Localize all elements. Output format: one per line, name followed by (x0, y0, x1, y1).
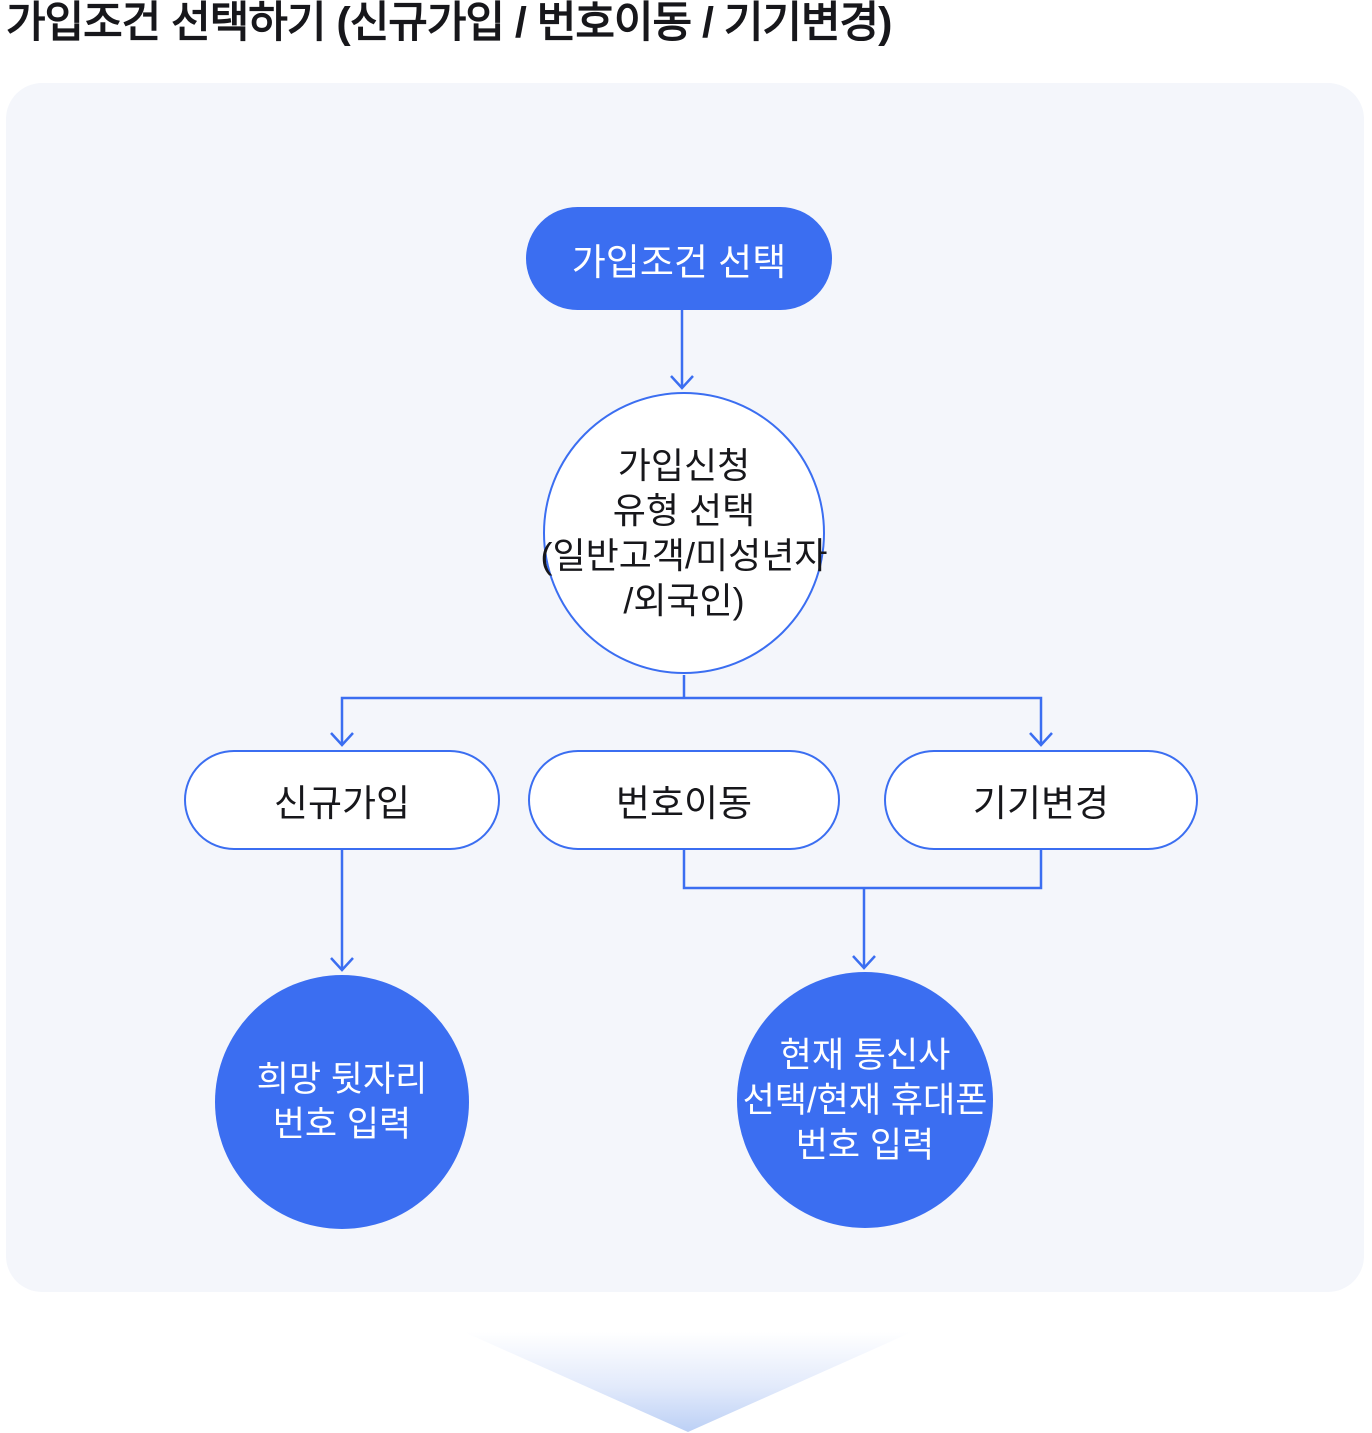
option-pill-number-transfer: 번호이동 (528, 750, 840, 850)
option-label: 기기변경 (972, 783, 1110, 824)
result-line: 번호 입력 (272, 1105, 412, 1144)
start-pill-label: 가입조건 선택 (571, 241, 787, 283)
type-line: 가입신청 (617, 445, 751, 486)
option-pill-new-signup: 신규가입 (184, 750, 500, 850)
result-line: 희망 뒷자리 (256, 1060, 428, 1099)
result-line: 현재 통신사 (779, 1035, 951, 1075)
option-label: 번호이동 (615, 783, 753, 824)
next-section-arrow-icon (464, 1332, 912, 1432)
type-line: /외국인) (623, 580, 745, 621)
start-pill: 가입조건 선택 (526, 207, 832, 310)
result-circle-new-signup: 희망 뒷자리 번호 입력 (215, 975, 469, 1229)
type-selection-circle: 가입신청 유형 선택 (일반고객/미성년자 /외국인) (540, 392, 828, 674)
result-line: 선택/현재 휴대폰 (742, 1080, 988, 1120)
type-line: 유형 선택 (612, 490, 756, 531)
option-label: 신규가입 (273, 783, 411, 824)
option-pill-device-change: 기기변경 (884, 750, 1198, 850)
result-circle-transfer-device: 현재 통신사 선택/현재 휴대폰 번호 입력 (737, 972, 993, 1228)
result-line: 번호 입력 (795, 1125, 935, 1165)
page-title: 가입조건 선택하기 (신규가입 / 번호이동 / 기기변경) (6, 0, 892, 47)
type-line: (일반고객/미성년자 (540, 535, 828, 576)
